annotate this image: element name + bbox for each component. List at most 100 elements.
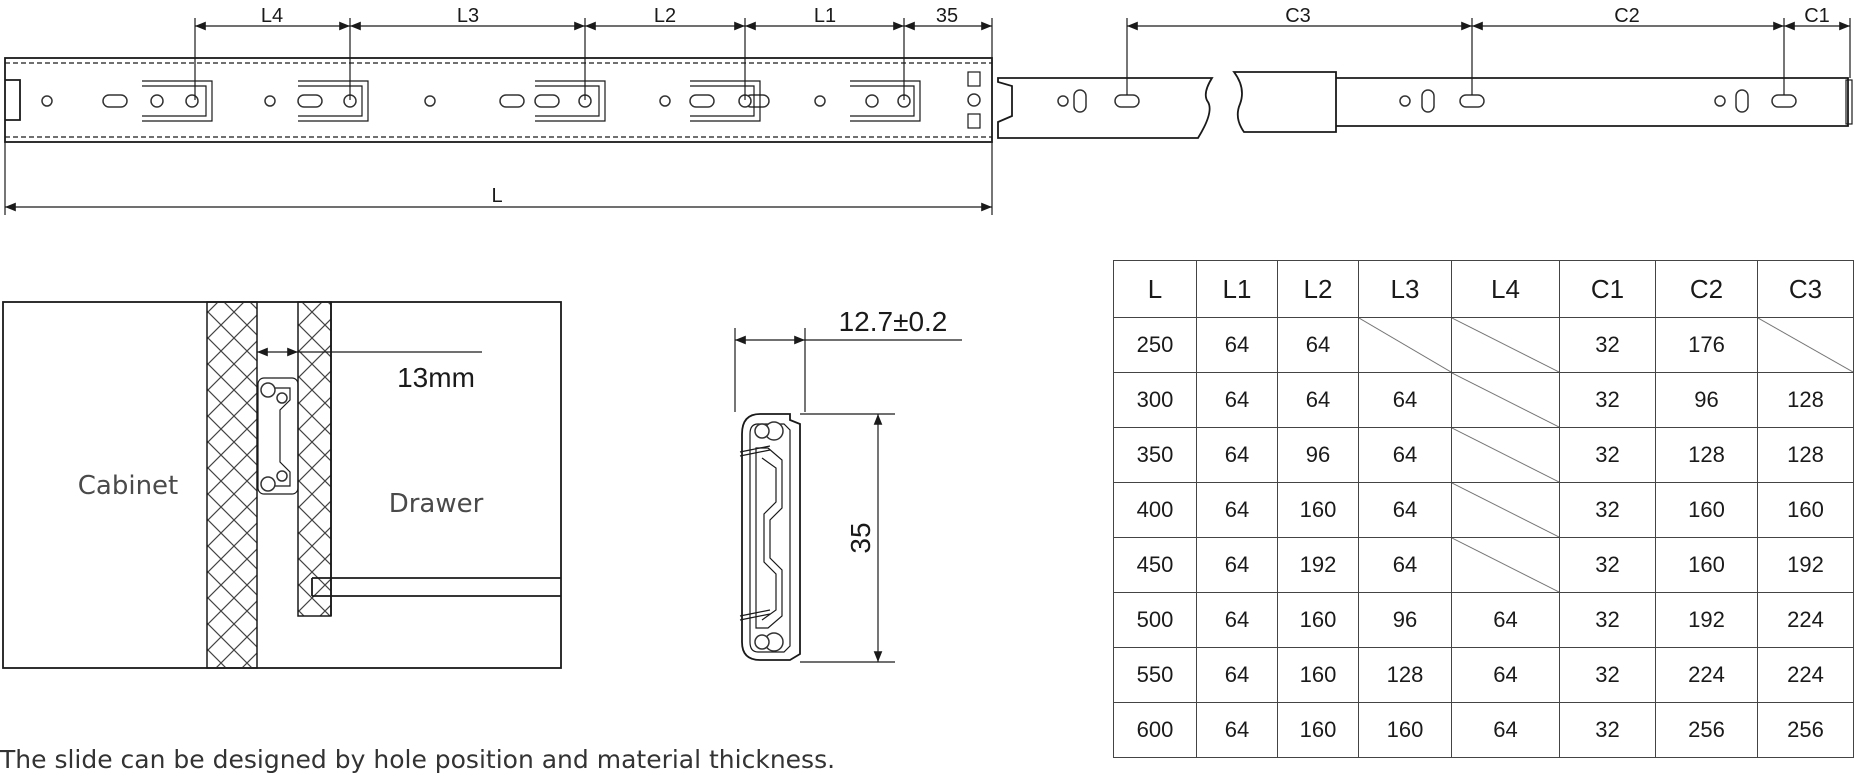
table-cell: 192 (1277, 537, 1359, 593)
table-cell: 64 (1196, 427, 1278, 483)
table-cell: 128 (1358, 647, 1452, 703)
table-cell: 160 (1277, 647, 1359, 703)
table-cell: 160 (1655, 537, 1758, 593)
dim-width: 12.7±0.2 (839, 306, 948, 337)
table-cell: 64 (1358, 537, 1452, 593)
header-l: L (1113, 260, 1197, 318)
table-cell: 128 (1757, 427, 1854, 483)
caption-text: The slide can be designed by hole positi… (0, 745, 836, 774)
table-row: 350 64 96 64 32 128 128 (1113, 427, 1854, 483)
header-l2: L2 (1277, 260, 1359, 318)
dim-l4: L4 (261, 5, 283, 27)
dim-l-overall: L (491, 185, 502, 207)
table-cell-empty (1451, 427, 1560, 483)
header-c2: C2 (1655, 260, 1758, 318)
table-cell: 64 (1196, 317, 1278, 373)
overall-length-dimension: L (4, 142, 993, 215)
table-cell: 250 (1113, 317, 1197, 373)
dim-l1: L1 (814, 5, 836, 27)
table-cell: 64 (1451, 592, 1560, 648)
header-l4: L4 (1451, 260, 1560, 318)
table-row: 550 64 160 128 64 32 224 224 (1113, 647, 1854, 703)
table-cell: 128 (1757, 372, 1854, 428)
table-cell: 176 (1655, 317, 1758, 373)
table-cell: 224 (1757, 647, 1854, 703)
table-cell: 64 (1451, 647, 1560, 703)
header-l3: L3 (1358, 260, 1452, 318)
table-cell-empty (1451, 317, 1560, 373)
table-cell: 64 (1358, 482, 1452, 538)
table-cell: 450 (1113, 537, 1197, 593)
table-cell: 32 (1559, 537, 1656, 593)
table-cell-empty (1358, 317, 1452, 373)
table-cell: 64 (1358, 427, 1452, 483)
dim-c2: C2 (1614, 5, 1640, 27)
table-row: 400 64 160 64 32 160 160 (1113, 482, 1854, 538)
table-row: 250 64 64 32 176 (1113, 317, 1854, 373)
table-cell: 32 (1559, 317, 1656, 373)
drawer-label: Drawer (389, 489, 484, 519)
table-cell: 96 (1655, 372, 1758, 428)
table-row: 600 64 160 160 64 32 256 256 (1113, 702, 1854, 758)
table-cell: 64 (1196, 702, 1278, 758)
dimension-table: L L1 L2 L3 L4 C1 C2 C3 250 64 64 32 176 … (1113, 260, 1854, 758)
table-cell: 160 (1277, 702, 1359, 758)
table-cell: 160 (1358, 702, 1452, 758)
table-cell: 32 (1559, 372, 1656, 428)
table-cell: 64 (1196, 482, 1278, 538)
table-cell: 350 (1113, 427, 1197, 483)
table-header-row: L L1 L2 L3 L4 C1 C2 C3 (1113, 260, 1854, 318)
dim-l3: L3 (457, 5, 479, 27)
table-cell: 64 (1277, 372, 1359, 428)
extension-dimension-chain: C3 C2 C1 (1126, 5, 1851, 95)
table-cell: 550 (1113, 647, 1197, 703)
table-cell: 64 (1196, 647, 1278, 703)
table-cell: 600 (1113, 702, 1197, 758)
table-cell: 32 (1559, 427, 1656, 483)
cabinet-label: Cabinet (78, 471, 178, 501)
table-row: 300 64 64 64 32 96 128 (1113, 372, 1854, 428)
table-cell: 64 (1196, 592, 1278, 648)
cross-section-profile: 12.7±0.2 35 (734, 306, 962, 663)
table-cell: 32 (1559, 647, 1656, 703)
dim-height: 35 (845, 522, 876, 553)
table-cell: 224 (1655, 647, 1758, 703)
table-cell: 224 (1757, 592, 1854, 648)
dim-c1: C1 (1804, 5, 1830, 27)
slide-rail-side-view (4, 57, 993, 143)
header-l1: L1 (1196, 260, 1278, 318)
table-cell: 64 (1196, 537, 1278, 593)
table-cell-empty (1451, 372, 1560, 428)
table-cell: 192 (1655, 592, 1758, 648)
table-cell-empty (1451, 537, 1560, 593)
installation-section-view: 13mm Cabinet Drawer (2, 301, 562, 669)
dim-35-top: 35 (936, 5, 958, 27)
table-cell: 96 (1358, 592, 1452, 648)
table-cell: 64 (1196, 372, 1278, 428)
dim-l2: L2 (654, 5, 676, 27)
table-cell-empty (1757, 317, 1854, 373)
table-cell: 160 (1277, 482, 1359, 538)
table-cell: 64 (1358, 372, 1452, 428)
table-row: 500 64 160 96 64 32 192 224 (1113, 592, 1854, 648)
table-cell: 300 (1113, 372, 1197, 428)
table-cell: 128 (1655, 427, 1758, 483)
table-cell: 64 (1277, 317, 1359, 373)
dim-c3: C3 (1285, 5, 1311, 27)
table-cell: 400 (1113, 482, 1197, 538)
table-cell: 192 (1757, 537, 1854, 593)
table-cell-empty (1451, 482, 1560, 538)
table-row: 450 64 192 64 32 160 192 (1113, 537, 1854, 593)
table-cell: 500 (1113, 592, 1197, 648)
table-cell: 64 (1451, 702, 1560, 758)
header-c1: C1 (1559, 260, 1656, 318)
table-cell: 32 (1559, 482, 1656, 538)
table-cell: 256 (1655, 702, 1758, 758)
table-cell: 32 (1559, 592, 1656, 648)
top-dimension-chain: L4 L3 L2 L1 35 (194, 5, 993, 100)
table-cell: 96 (1277, 427, 1359, 483)
table-cell: 160 (1757, 482, 1854, 538)
dim-13mm: 13mm (397, 362, 475, 393)
table-cell: 32 (1559, 702, 1656, 758)
